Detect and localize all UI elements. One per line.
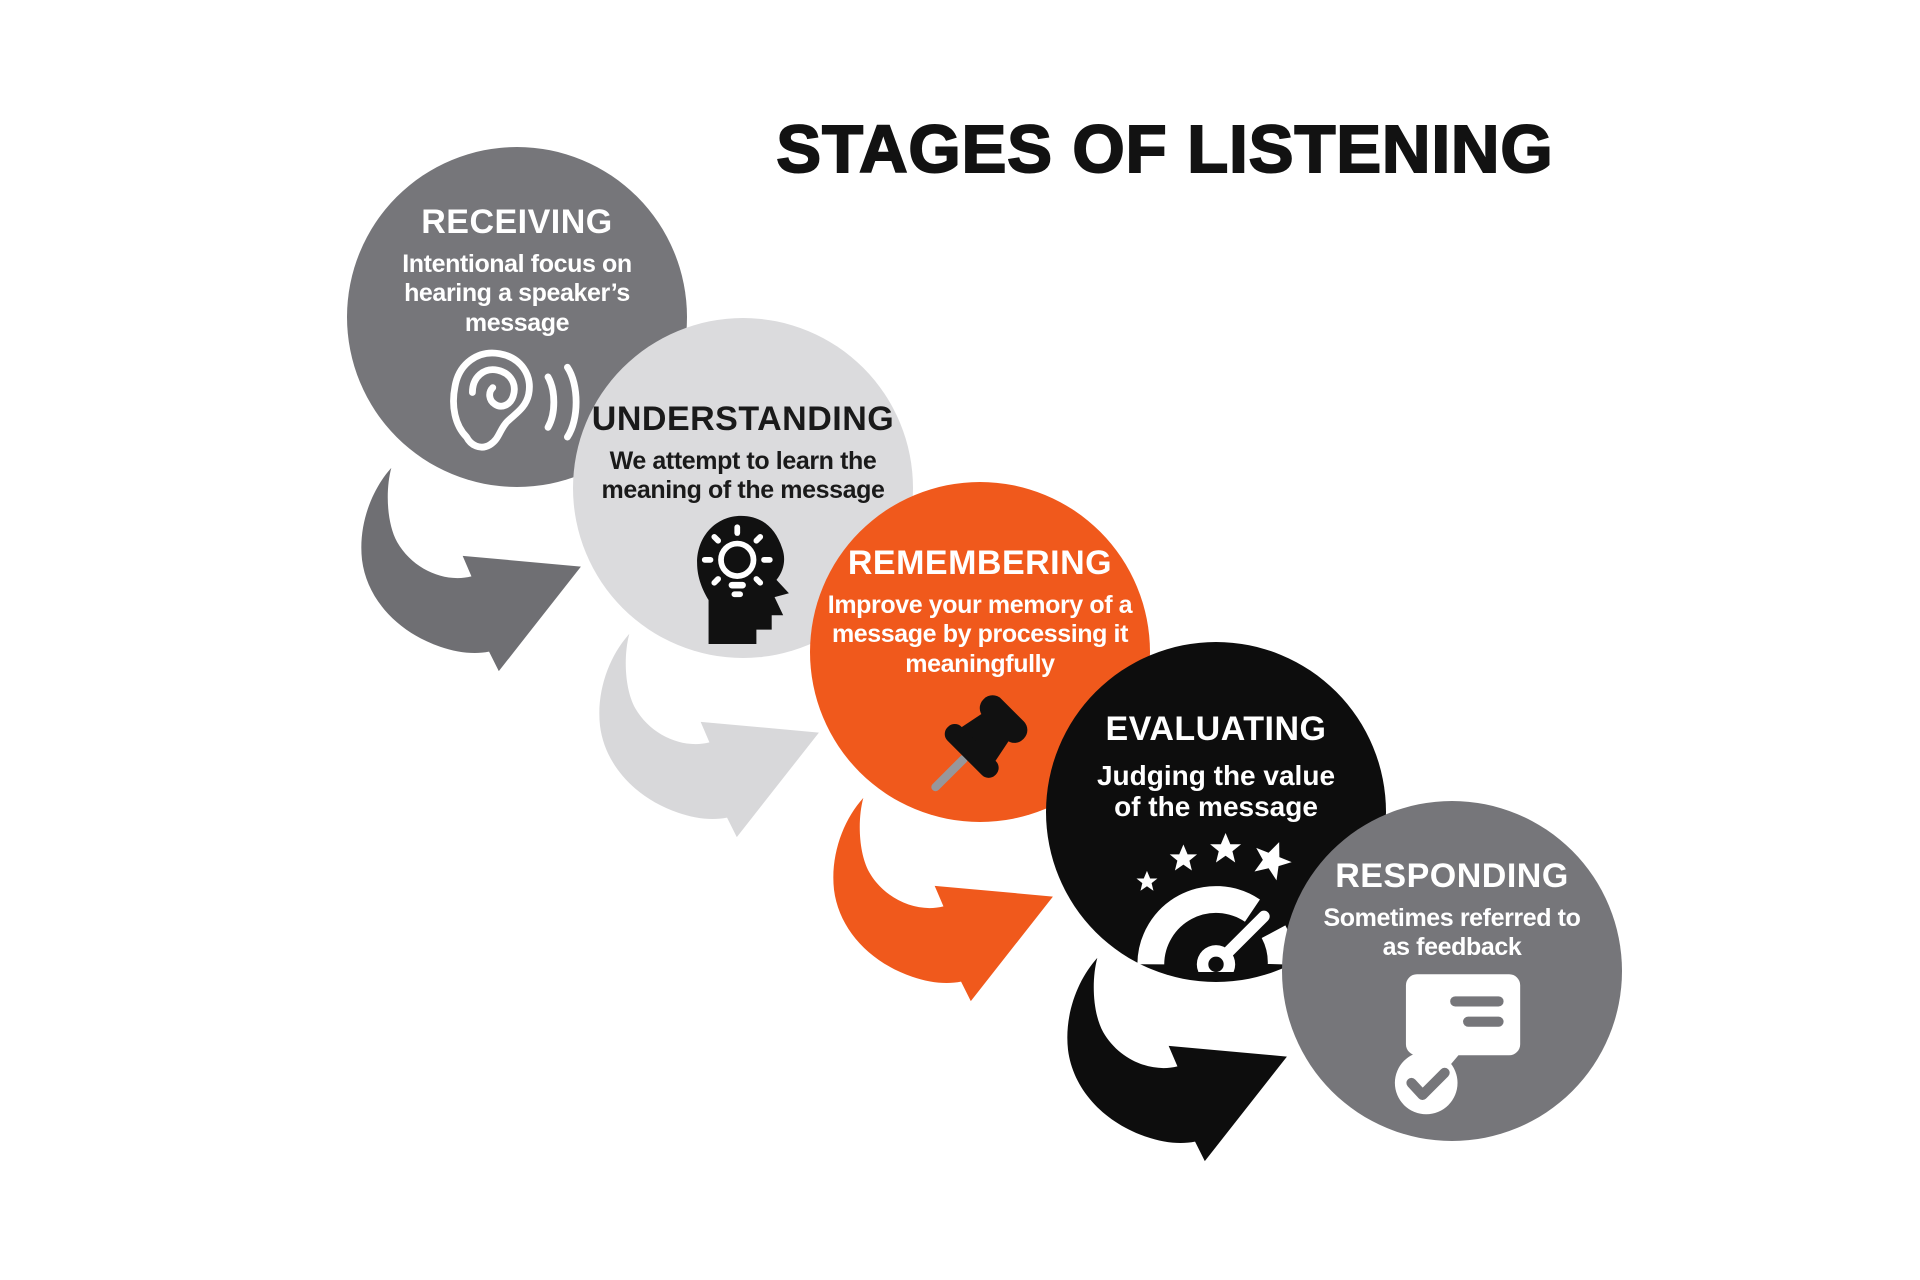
- desc-line: Improve your memory of a: [827, 590, 1133, 619]
- stage-circle-remembering: REMEMBERING Improve your memory of a mes…: [810, 482, 1150, 822]
- stage-desc-evaluating: Judging the value of the message: [1097, 760, 1335, 823]
- desc-line: of the message: [1114, 791, 1318, 823]
- arrow-shape: [1067, 957, 1287, 1162]
- desc-line: message by processing it: [831, 620, 1129, 649]
- desc-line: meaningfully: [905, 649, 1055, 678]
- arrow-shape: [833, 797, 1053, 1002]
- stage-circle-responding: RESPONDING Sometimes referred to as feed…: [1282, 801, 1622, 1141]
- desc-line: We attempt to learn the: [609, 446, 877, 475]
- stage-desc-understanding: We attempt to learn the meaning of the m…: [602, 447, 885, 506]
- stage-title-understanding: UNDERSTANDING: [591, 400, 895, 438]
- desc-line: message: [464, 308, 570, 337]
- pushpin-icon: [919, 691, 1041, 813]
- desc-line: Intentional focus on: [402, 249, 632, 278]
- stage-title-responding: RESPONDING: [1335, 857, 1569, 895]
- desc-line: as feedback: [1382, 933, 1522, 962]
- stage-title-receiving: RECEIVING: [421, 203, 613, 241]
- arrow-understanding-to-remembering: [599, 633, 819, 838]
- arrow-shape: [361, 467, 581, 672]
- stage-circle-receiving: RECEIVING Intentional focus on hearing a…: [347, 147, 687, 487]
- chat-bubble-check-icon: [1369, 965, 1535, 1129]
- ear-sound-waves-icon: [437, 344, 597, 470]
- arrow-receiving-to-understanding: [361, 467, 581, 672]
- stage-desc-remembering: Improve your memory of a message by proc…: [827, 590, 1133, 680]
- page-title: STAGES OF LISTENING: [775, 112, 1554, 187]
- stage-title-evaluating: EVALUATING: [1105, 710, 1327, 748]
- desc-line: Sometimes referred to: [1323, 903, 1581, 932]
- arrow-evaluating-to-responding: [1067, 957, 1287, 1162]
- arrow-shape: [599, 633, 819, 838]
- desc-line: Judging the value: [1096, 759, 1336, 791]
- desc-line: hearing a speaker’s: [404, 279, 630, 308]
- stage-title-remembering: REMEMBERING: [847, 544, 1113, 582]
- arrow-remembering-to-evaluating: [833, 797, 1053, 1002]
- desc-line: meaning of the message: [601, 476, 885, 505]
- stage-desc-receiving: Intentional focus on hearing a speaker’s…: [402, 250, 632, 339]
- head-lightbulb-icon: [676, 512, 810, 644]
- stage-desc-responding: Sometimes referred to as feedback: [1324, 904, 1581, 963]
